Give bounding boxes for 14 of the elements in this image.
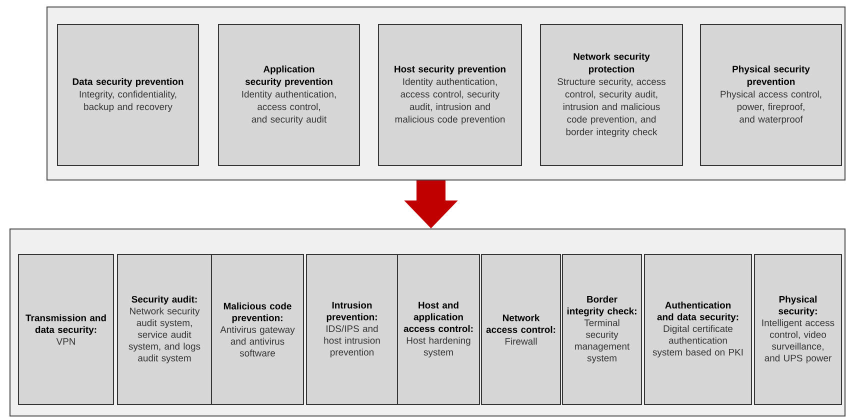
security-box: Malicious code prevention: Antivirus gateway and antivirus software <box>211 254 304 405</box>
security-box: Network security protection Structure security, access control, security audit, intrusion and malicious code prevention, and border integrity check <box>540 24 683 166</box>
security-box: Security audit: Network security audit system, service audit system, and logs audit system <box>117 254 212 405</box>
security-box: Transmission and data security: VPN <box>18 254 114 405</box>
security-box: Data security prevention Integrity, confidentiality, backup and recovery <box>57 24 199 166</box>
security-box: Network access control: Firewall <box>481 254 561 405</box>
security-box: Physical security: Intelligent access control, video surveillance, and UPS power <box>754 254 842 405</box>
security-box: Authentication and data security: Digital certificate authentication system based on PKI <box>644 254 752 405</box>
security-box: Application security prevention Identity authentication, access control, and security audit <box>218 24 360 166</box>
security-box: Host security prevention Identity authentication, access control, security audit, intrusion and malicious code prevention <box>378 24 522 166</box>
security-box: Host and application access control: Host hardening system <box>397 254 480 405</box>
security-box: Physical security prevention Physical access control, power, fireproof, and waterproof <box>700 24 842 166</box>
security-box: Intrusion prevention: IDS/IPS and host intrusion prevention <box>306 254 398 405</box>
security-box: Border integrity check: Terminal security management system <box>562 254 642 405</box>
